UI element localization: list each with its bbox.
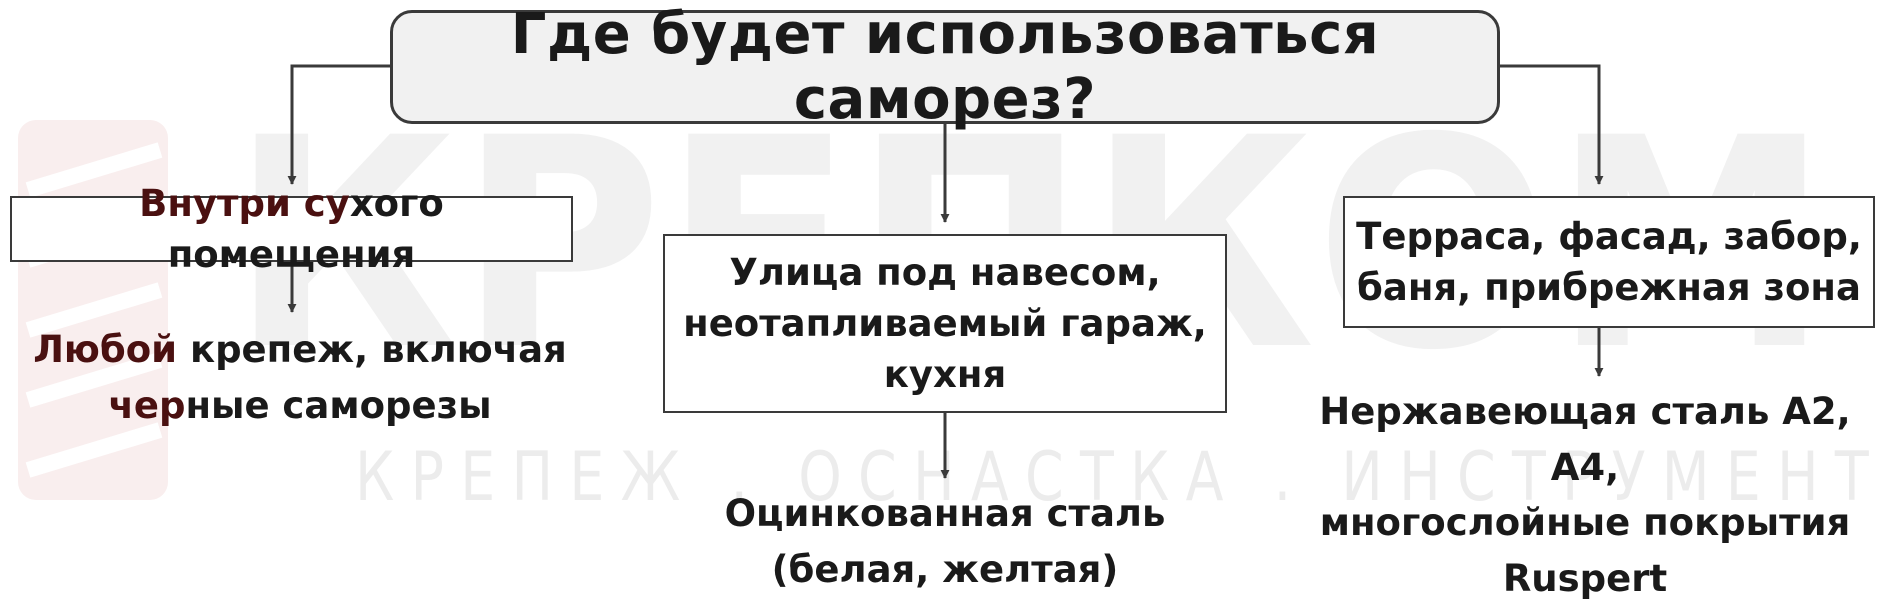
result-rest: ные саморезы [185, 383, 492, 427]
result-any-fastener: Любой крепеж, включая черные саморезы [20, 322, 580, 433]
option-box-outdoor-covered: Улица под навесом, неотапливаемый гараж,… [663, 234, 1227, 413]
result-line: многослойные покрытия [1319, 501, 1851, 544]
option-box-terrace-facade: Терраса, фасад, забор, баня, прибрежная … [1343, 196, 1875, 328]
option-text: Внутри сухого помещения [12, 178, 571, 280]
option-text-accent: Внутри су [139, 181, 350, 225]
result-accent: Любой [33, 328, 178, 371]
option-box-dry-indoor: Внутри сухого помещения [10, 182, 573, 276]
question-box: Где будет использоваться саморез? [390, 2, 1500, 132]
result-accent: чер [108, 383, 186, 427]
result-line: Ruspert [1502, 556, 1668, 600]
arrow-question-to-option-1 [287, 64, 392, 185]
option-text: Терраса, фасад, забор, баня, прибрежная … [1356, 211, 1862, 313]
watermark-tagline: КРЕПЕЖ . ОСНАСТКА . ИНСТРУМЕНТ [355, 438, 1881, 517]
option-line: Терраса, фасад, забор, [1356, 214, 1862, 258]
result-line: Нержавеющая сталь А2, А4, [1319, 390, 1851, 489]
question-text: Где будет использоваться саморез? [510, 2, 1380, 132]
option-text: Улица под навесом, неотапливаемый гараж,… [683, 247, 1207, 400]
result-line: (белая, желтая) [771, 547, 1119, 591]
arrow-question-to-option-3 [1498, 64, 1604, 185]
result-line: черные саморезы [20, 378, 580, 434]
option-line: неотапливаемый гараж, [683, 301, 1207, 345]
option-line: Улица под навесом, [729, 250, 1161, 294]
result-galvanized-steel: Оцинкованная сталь (белая, желтая) [650, 486, 1240, 597]
option-line: кухня [883, 353, 1007, 397]
result-rest: крепеж, включая [177, 328, 567, 371]
option-line: баня, прибрежная зона [1357, 266, 1861, 309]
result-line: Оцинкованная сталь [724, 492, 1166, 535]
option-text-rest: хого помещения [167, 181, 444, 276]
result-line: Любой крепеж, включая [20, 322, 580, 378]
result-stainless-steel: Нержавеющая сталь А2, А4, многослойные п… [1290, 384, 1880, 606]
